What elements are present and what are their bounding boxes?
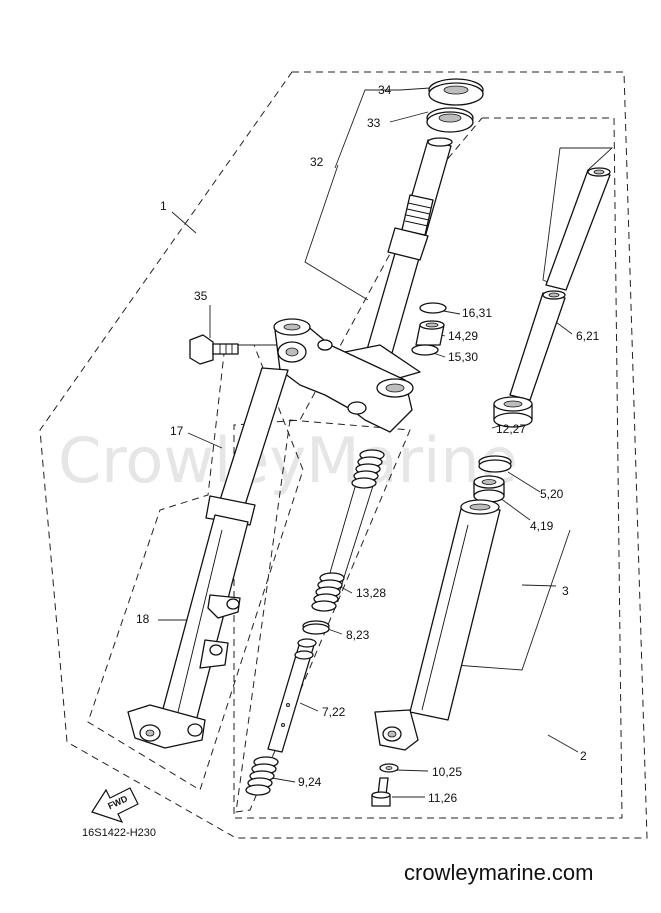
- part-34-seal-cover: [428, 78, 484, 106]
- footer-url[interactable]: crowleymarine.com: [404, 860, 594, 885]
- part-35-bolt: [189, 334, 239, 365]
- part-5-20-clip: [478, 455, 512, 473]
- part-11-26-bolt: [371, 777, 391, 807]
- callout-18: 18: [136, 612, 150, 626]
- callout-4-19: 4,19: [530, 519, 554, 533]
- part-14-29-bushing: [415, 320, 445, 346]
- part-6-21-inner-tube: [509, 167, 611, 401]
- callout-34: 34: [378, 83, 392, 97]
- part-10-25-washer: [379, 763, 399, 773]
- part-13-28-spring: [311, 449, 385, 612]
- assembly-outline-inner: [235, 419, 411, 813]
- callout-7-22: 7,22: [322, 705, 346, 719]
- callout-17: 17: [170, 424, 184, 438]
- callout-16-31: 16,31: [462, 306, 492, 320]
- part-33-bearing: [426, 107, 474, 133]
- callout-13-28: 13,28: [356, 586, 386, 600]
- part-3-outer-tube: [374, 499, 501, 751]
- callout-9-24: 9,24: [298, 775, 322, 789]
- callout-12-27: 12,27: [496, 422, 526, 436]
- part-17-inner-tube: [205, 367, 289, 526]
- assembly-outline-2: [233, 117, 623, 819]
- callout-5-20: 5,20: [540, 487, 564, 501]
- part-16-31-circlip: [419, 302, 447, 314]
- assembly-outline-1: [39, 71, 648, 839]
- assembly-outline-17: [87, 344, 304, 791]
- part-7-22-damper-rod: [267, 638, 317, 753]
- part-12-27-oil-seal: [493, 396, 533, 428]
- callout-11-26: 11,26: [428, 791, 457, 805]
- callout-2: 2: [580, 749, 587, 763]
- part-17-upper-bracket: [273, 318, 414, 433]
- part-15-30-washer: [411, 344, 439, 356]
- callout-3: 3: [562, 584, 569, 598]
- part-8-23-ring: [302, 620, 330, 635]
- callout-14-29: 14,29: [448, 329, 478, 343]
- callout-1: 1: [160, 199, 167, 213]
- callout-32: 32: [310, 155, 324, 169]
- callout-15-30: 15,30: [448, 350, 478, 364]
- callout-33: 33: [367, 116, 381, 130]
- callout-35: 35: [194, 289, 208, 303]
- callout-10-25: 10,25: [432, 765, 462, 779]
- diagram-code: 16S1422-H230: [82, 827, 156, 839]
- part-9-24-spring: [245, 756, 279, 796]
- part-18-outer-tube: [127, 514, 249, 749]
- part-4-19-bushing: [473, 475, 505, 503]
- callout-6-21: 6,21: [576, 329, 600, 343]
- fwd-arrow-icon: FWD: [91, 787, 139, 824]
- callout-8-23: 8,23: [346, 628, 370, 642]
